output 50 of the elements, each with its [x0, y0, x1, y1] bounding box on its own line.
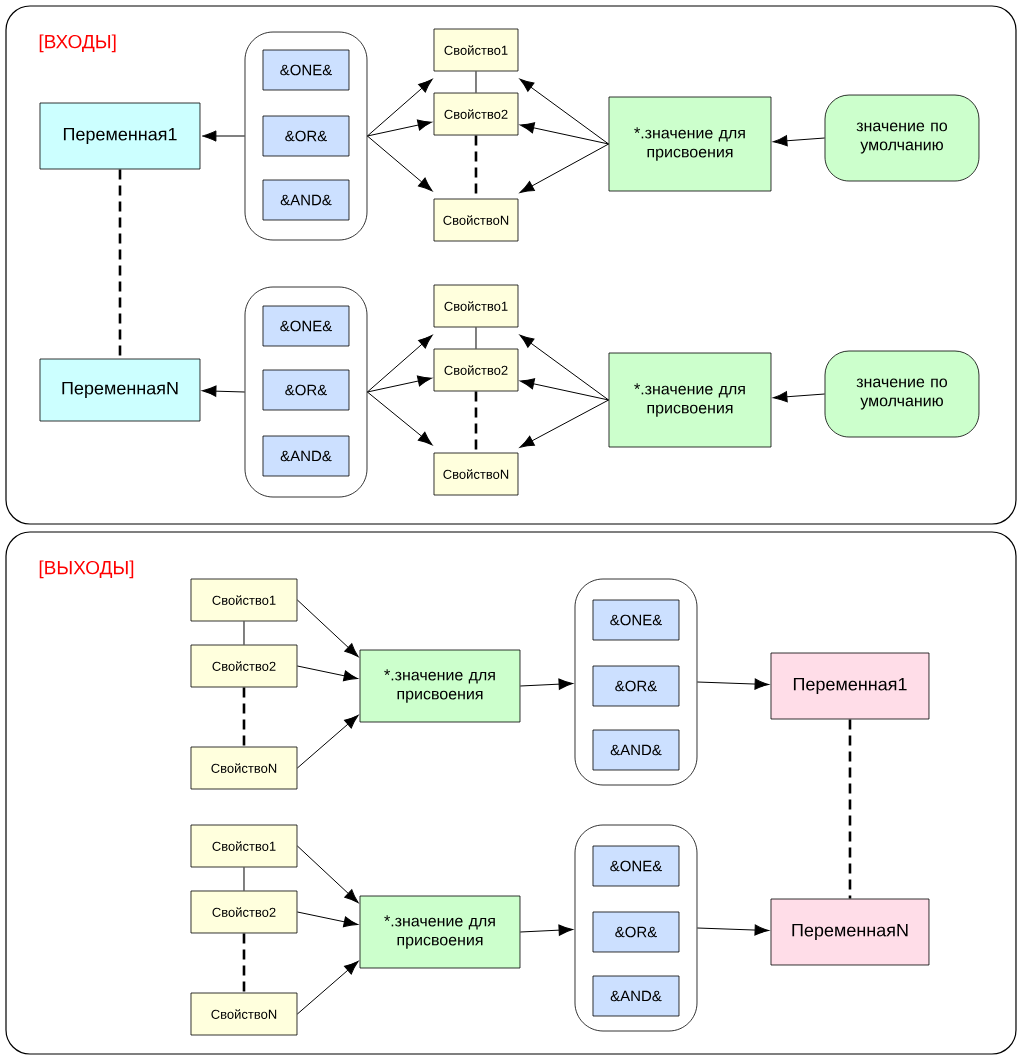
arrow [366, 334, 433, 393]
arrow [519, 678, 574, 690]
arrow [296, 911, 359, 928]
arrow [201, 385, 246, 397]
arrow [296, 960, 359, 1015]
dashed-line [118, 169, 122, 359]
connector-line [475, 70, 477, 94]
arrow [519, 122, 610, 145]
arrow [519, 924, 574, 936]
value-box: *.значение для присвоения [608, 352, 772, 448]
arrow [772, 135, 826, 147]
arrow [296, 714, 359, 769]
arrow [366, 135, 433, 192]
value-box: *.значение для присвоения [608, 96, 772, 192]
arrow [772, 391, 826, 403]
arrow [296, 845, 359, 904]
dashed-line [474, 135, 478, 199]
arrow [696, 924, 770, 936]
dashed-line [848, 719, 852, 899]
arrow [296, 599, 359, 658]
default-value-box: значение по умолчанию [824, 94, 980, 182]
variable-box: Переменная1 [39, 102, 201, 170]
variable-box: ПеременнаяN [770, 898, 930, 966]
dashed-line [474, 391, 478, 453]
connector-line [243, 866, 245, 892]
operator-group [244, 31, 368, 241]
arrow [366, 391, 433, 446]
operator-group [574, 824, 698, 1032]
variable-box: ПеременнаяN [39, 358, 201, 422]
default-value-box: значение по умолчанию [824, 350, 980, 438]
arrow [366, 78, 433, 137]
connector-line [475, 326, 477, 350]
variable-box: Переменная1 [770, 652, 930, 720]
value-box: *.значение для присвоения [359, 895, 521, 969]
operator-group [574, 578, 698, 786]
arrow [296, 665, 359, 682]
connector-line [243, 620, 245, 646]
arrow [519, 78, 610, 145]
arrow [366, 119, 433, 137]
dashed-line [242, 687, 246, 747]
operator-group [244, 286, 368, 498]
arrow [696, 678, 770, 690]
arrow [519, 143, 610, 193]
dashed-line [242, 933, 246, 993]
arrow [519, 378, 610, 401]
value-box: *.значение для присвоения [359, 649, 521, 723]
arrow [201, 130, 246, 142]
arrow [366, 375, 433, 393]
arrow [519, 334, 610, 401]
arrow [519, 399, 610, 448]
